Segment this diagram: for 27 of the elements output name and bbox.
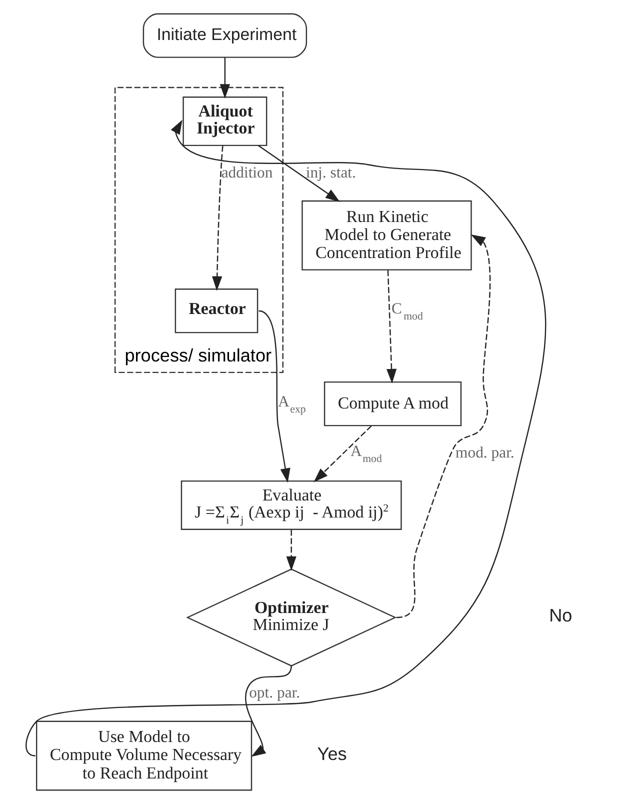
edge-label: A$_{mod}$ (350, 442, 382, 465)
edge-label: opt. par. (249, 684, 300, 702)
arrow (220, 56, 230, 98)
arrow (26, 119, 546, 756)
arrow (286, 529, 296, 570)
node-diamond: Optimizer Minimize J (186, 568, 397, 666)
edge-label: A$_{exp}$ (278, 393, 306, 416)
edge-label: C$_{mod}$ (392, 300, 423, 322)
edge-label: addition (221, 164, 273, 181)
edge-label: inj. stat. (306, 164, 356, 181)
node-box: Compute A mod (324, 380, 462, 426)
node-box: Run Kinetic Model to Generate Concentration Profile (302, 200, 472, 270)
arrow (314, 425, 372, 482)
node-box: Evaluate J =Σ$_{i}$Σ$_{j}$ (Aexp ij - Amod ij)$^{2}$ (180, 480, 402, 530)
arrow (386, 270, 397, 383)
arrow (212, 145, 224, 290)
arrow (396, 234, 491, 618)
arrow (245, 665, 292, 756)
edge-label: mod. par. (456, 444, 514, 461)
label: Yes (317, 743, 347, 764)
node-box: Aliquot Injector (182, 96, 268, 146)
label: No (549, 605, 572, 626)
node-box: Initiate Experiment (142, 12, 308, 58)
node-box: Reactor (174, 288, 258, 333)
arrow (258, 310, 290, 482)
node-box: Use Model to Compute Volume Necessary to Reach Endpoint (36, 720, 252, 790)
arrow (258, 144, 340, 202)
